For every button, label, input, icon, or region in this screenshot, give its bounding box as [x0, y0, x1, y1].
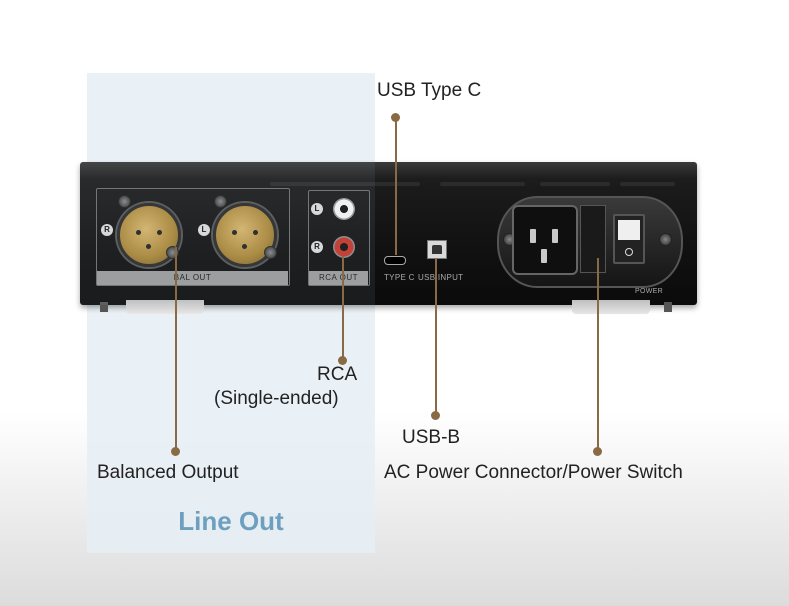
iec-power-connector [512, 205, 578, 275]
usb-type-c-port [384, 256, 406, 265]
balanced-output-callout: Balanced Output [97, 462, 239, 483]
usb-b-leader [435, 258, 437, 415]
vent-slot [270, 182, 420, 186]
screw [264, 246, 277, 259]
bal-out-group [96, 188, 290, 286]
device-foot-left [126, 300, 204, 314]
usb-b-callout: USB-B [402, 427, 461, 448]
line-out-title: Line Out [178, 506, 284, 536]
rca-right-marker: R [311, 241, 323, 253]
fuse-holder [580, 205, 606, 273]
balanced-leader [175, 247, 177, 451]
device-foot-small-right [664, 302, 672, 312]
ac-power-leader [597, 258, 599, 451]
screw [214, 195, 227, 208]
balanced-callout-dot [171, 447, 180, 456]
vent-slot [540, 182, 610, 186]
xlr-left-marker: L [198, 224, 210, 236]
device-foot-small-left [100, 302, 108, 312]
power-switch [613, 214, 645, 264]
rca-callout-line1: RCA [317, 364, 358, 385]
type-c-label: TYPE C [384, 273, 415, 282]
rca-jack-left [333, 198, 355, 220]
ac-power-callout: AC Power Connector/Power Switch [384, 462, 683, 483]
screw [659, 233, 672, 246]
vent-slot [440, 182, 525, 186]
usb-b-port [427, 240, 447, 259]
rca-out-label: RCA OUT [309, 271, 368, 285]
power-label: POWER [635, 288, 663, 295]
rca-leader [342, 256, 344, 359]
usb-type-c-callout: USB Type C [377, 80, 482, 101]
rca-out-group [308, 190, 370, 286]
screw [118, 195, 131, 208]
ac-power-callout-dot [593, 447, 602, 456]
usb-c-callout-dot [391, 113, 400, 122]
line-out-overlay [80, 162, 375, 305]
usb-b-callout-dot [431, 411, 440, 420]
device-foot-right [572, 300, 650, 314]
rca-jack-right [333, 236, 355, 258]
bal-out-label: BAL OUT [97, 271, 288, 285]
vent-slot [620, 182, 675, 186]
usb-input-label: USB INPUT [418, 273, 464, 282]
rca-left-marker: L [311, 203, 323, 215]
usb-c-leader [395, 118, 397, 255]
xlr-right-marker: R [101, 224, 113, 236]
rca-callout-line2: (Single-ended) [214, 388, 339, 409]
rca-callout-dot [338, 356, 347, 365]
